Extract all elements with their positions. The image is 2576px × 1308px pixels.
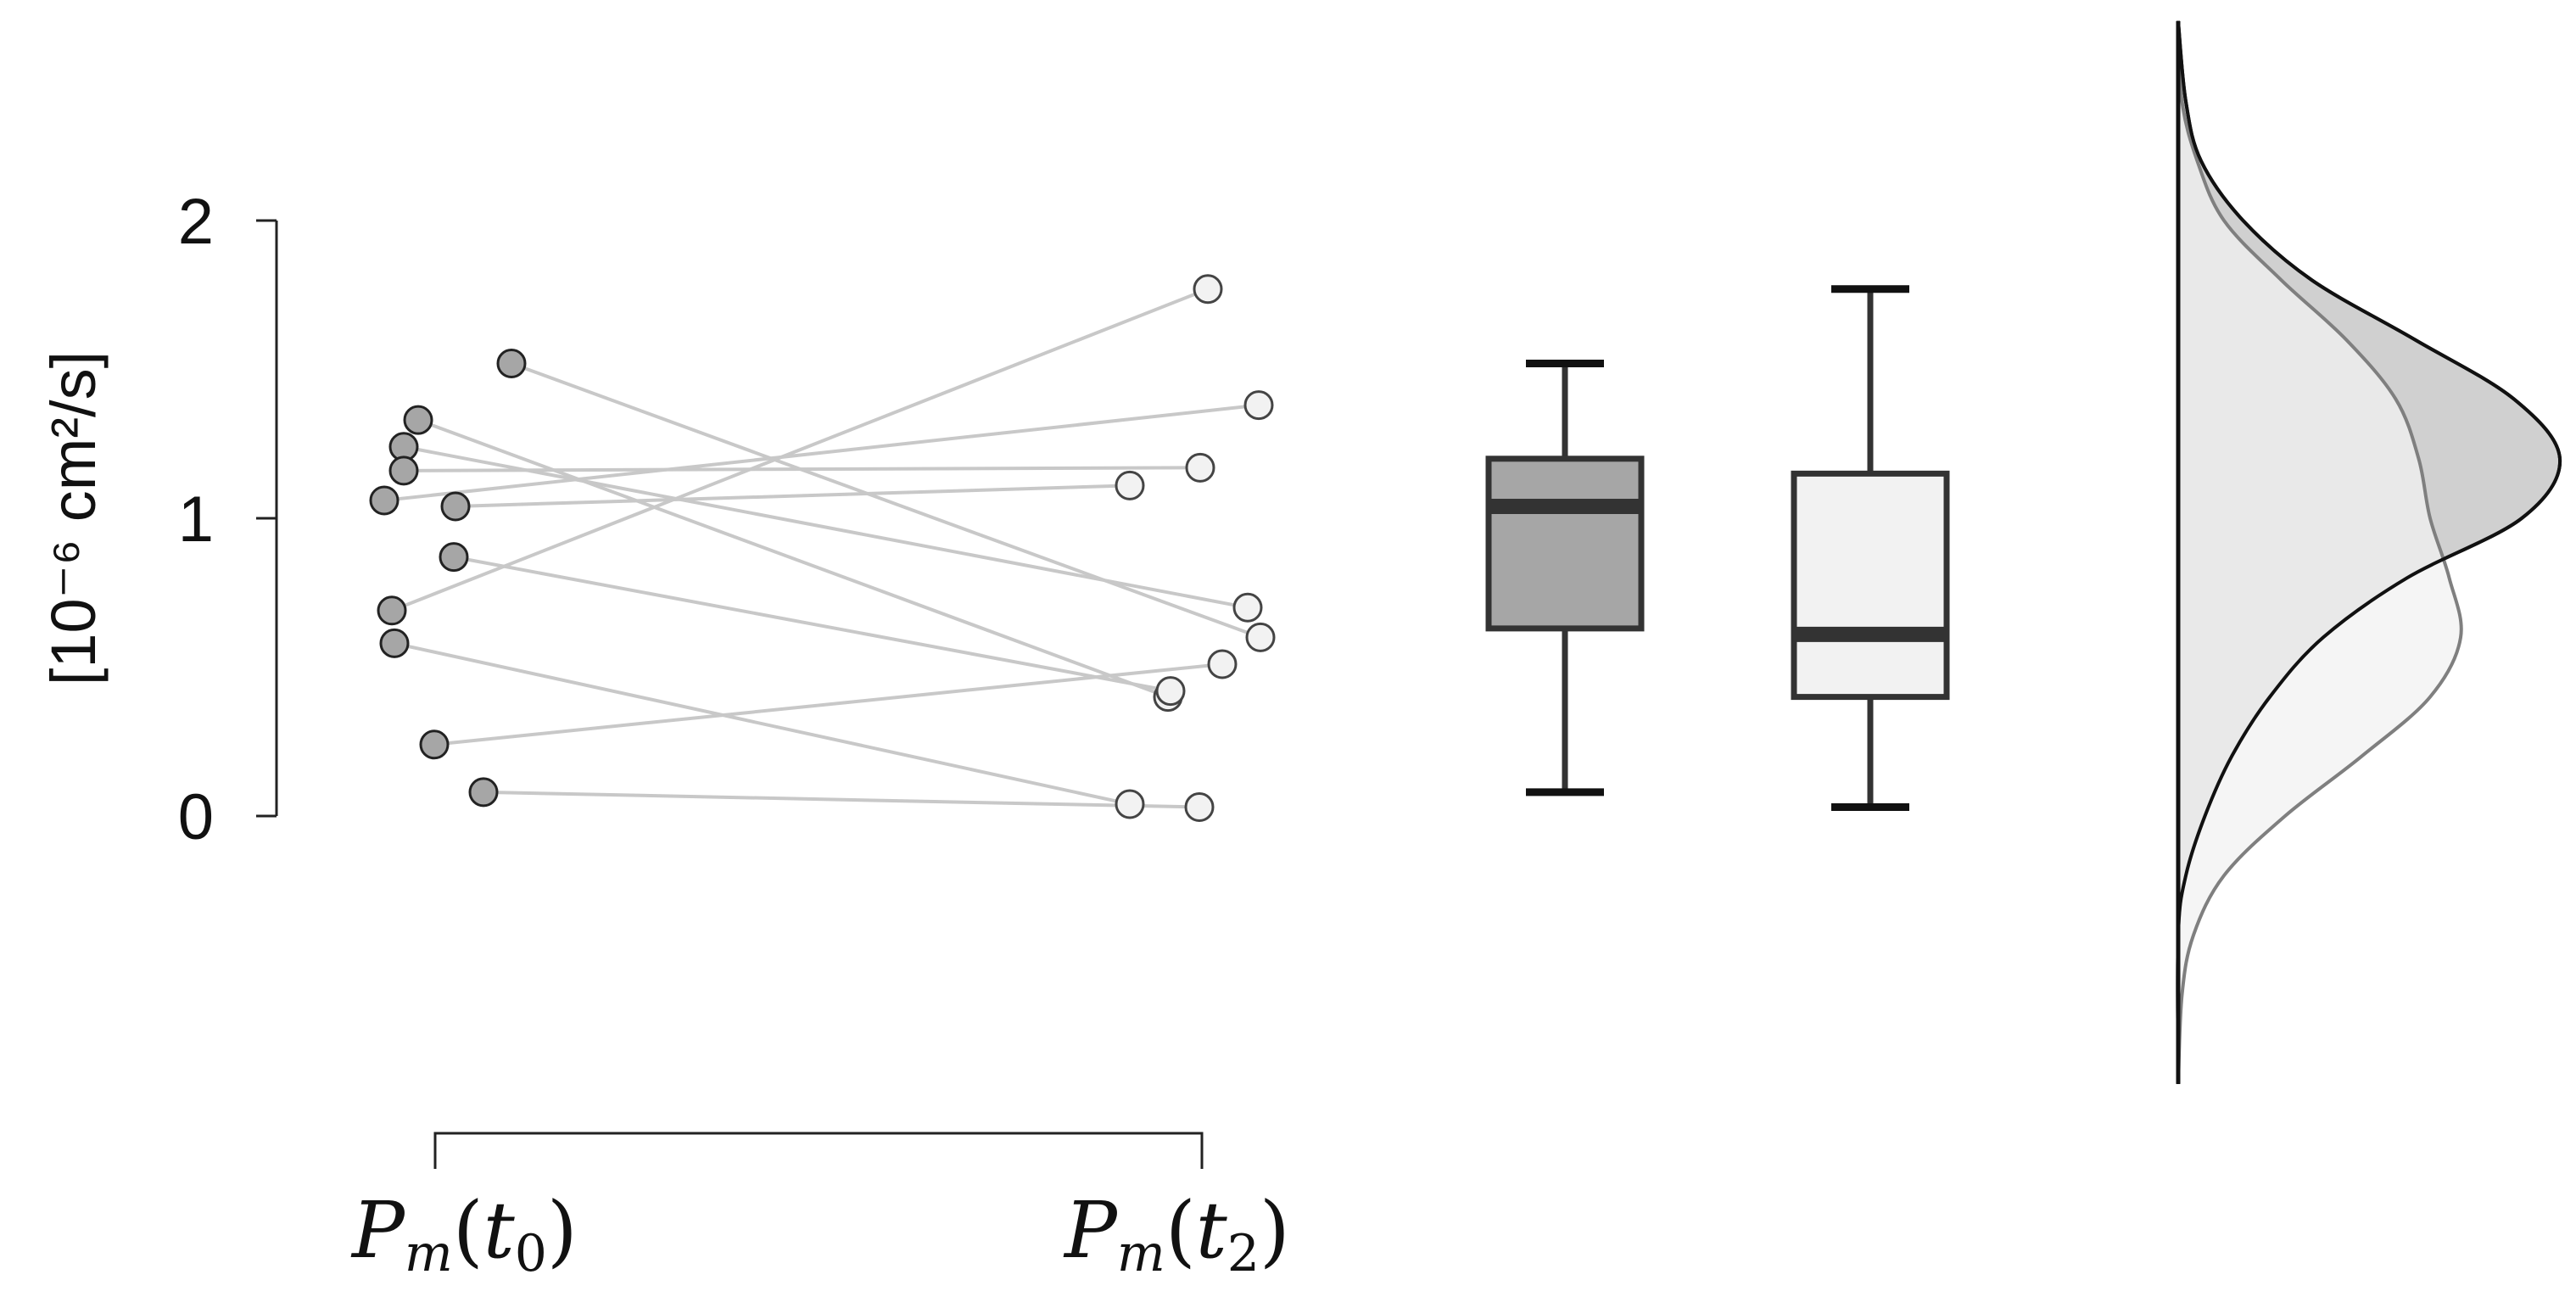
y-axis-title: [10⁻⁶ cm²/s] xyxy=(38,351,109,685)
points-t0 xyxy=(369,348,527,808)
x-label-t2-sub: m xyxy=(1117,1224,1165,1283)
box-1 xyxy=(1791,470,1950,701)
points-t2 xyxy=(1115,274,1276,822)
paired-line-6 xyxy=(453,555,1171,693)
x-label-t0-sub: m xyxy=(405,1224,453,1283)
point-t2-8 xyxy=(1115,789,1145,819)
x-label-t0-base: P xyxy=(350,1185,406,1276)
point-t2-0 xyxy=(1245,622,1276,652)
x-axis-bracket xyxy=(433,1132,1204,1169)
paired-line-0 xyxy=(511,361,1261,640)
box-0 xyxy=(1485,456,1645,632)
point-t2-9 xyxy=(1207,649,1238,679)
point-t0-1 xyxy=(403,405,433,435)
density-1 xyxy=(2176,20,2463,1084)
paired-line-2 xyxy=(403,444,1249,610)
point-t2-6 xyxy=(1155,676,1186,707)
x-label-t0-arg: t xyxy=(483,1185,516,1276)
density-plots xyxy=(2176,20,2562,1084)
x-label-t0: Pm(t0) xyxy=(350,1185,578,1283)
point-t0-3 xyxy=(388,456,419,486)
y-tick-label-0: 0 xyxy=(178,781,214,853)
point-t2-5 xyxy=(1115,470,1145,500)
point-t2-3 xyxy=(1185,452,1215,483)
point-t2-4 xyxy=(1243,390,1274,421)
point-t0-4 xyxy=(369,485,400,516)
boxplot-1 xyxy=(1791,285,1950,811)
point-t2-10 xyxy=(1184,791,1215,822)
paired-line-9 xyxy=(433,662,1223,746)
y-axis-ticks: 0 1 2 xyxy=(178,186,277,853)
paired-line-4 xyxy=(383,403,1260,502)
boxplot-0 xyxy=(1485,359,1645,797)
y-tick-label-1: 1 xyxy=(178,484,214,556)
point-t0-7 xyxy=(377,595,407,626)
x-label-t2-arg: t xyxy=(1196,1185,1228,1276)
point-t0-6 xyxy=(439,542,469,573)
point-t0-10 xyxy=(468,777,499,808)
x-label-t0-arg-sub: 0 xyxy=(515,1224,547,1283)
point-t2-7 xyxy=(1193,274,1223,305)
x-label-t2: Pm(t2) xyxy=(1063,1185,1290,1283)
point-t2-2 xyxy=(1232,592,1263,623)
paired-lines xyxy=(383,287,1261,809)
point-t0-9 xyxy=(419,729,450,760)
point-t0-8 xyxy=(379,628,410,658)
point-t0-0 xyxy=(496,348,527,378)
x-label-t2-base: P xyxy=(1063,1185,1119,1276)
y-tick-label-2: 2 xyxy=(178,186,214,258)
paired-line-5 xyxy=(455,484,1131,508)
paired-line-1 xyxy=(417,418,1169,699)
x-label-t2-arg-sub: 2 xyxy=(1227,1224,1260,1283)
paired-line-7 xyxy=(391,287,1209,612)
box-plots xyxy=(1485,285,1950,811)
paired-line-10 xyxy=(483,790,1200,809)
point-t0-5 xyxy=(440,491,471,522)
density-0-outline xyxy=(2176,20,2562,1084)
paired-line-8 xyxy=(394,641,1131,806)
paired-line-3 xyxy=(403,466,1201,472)
